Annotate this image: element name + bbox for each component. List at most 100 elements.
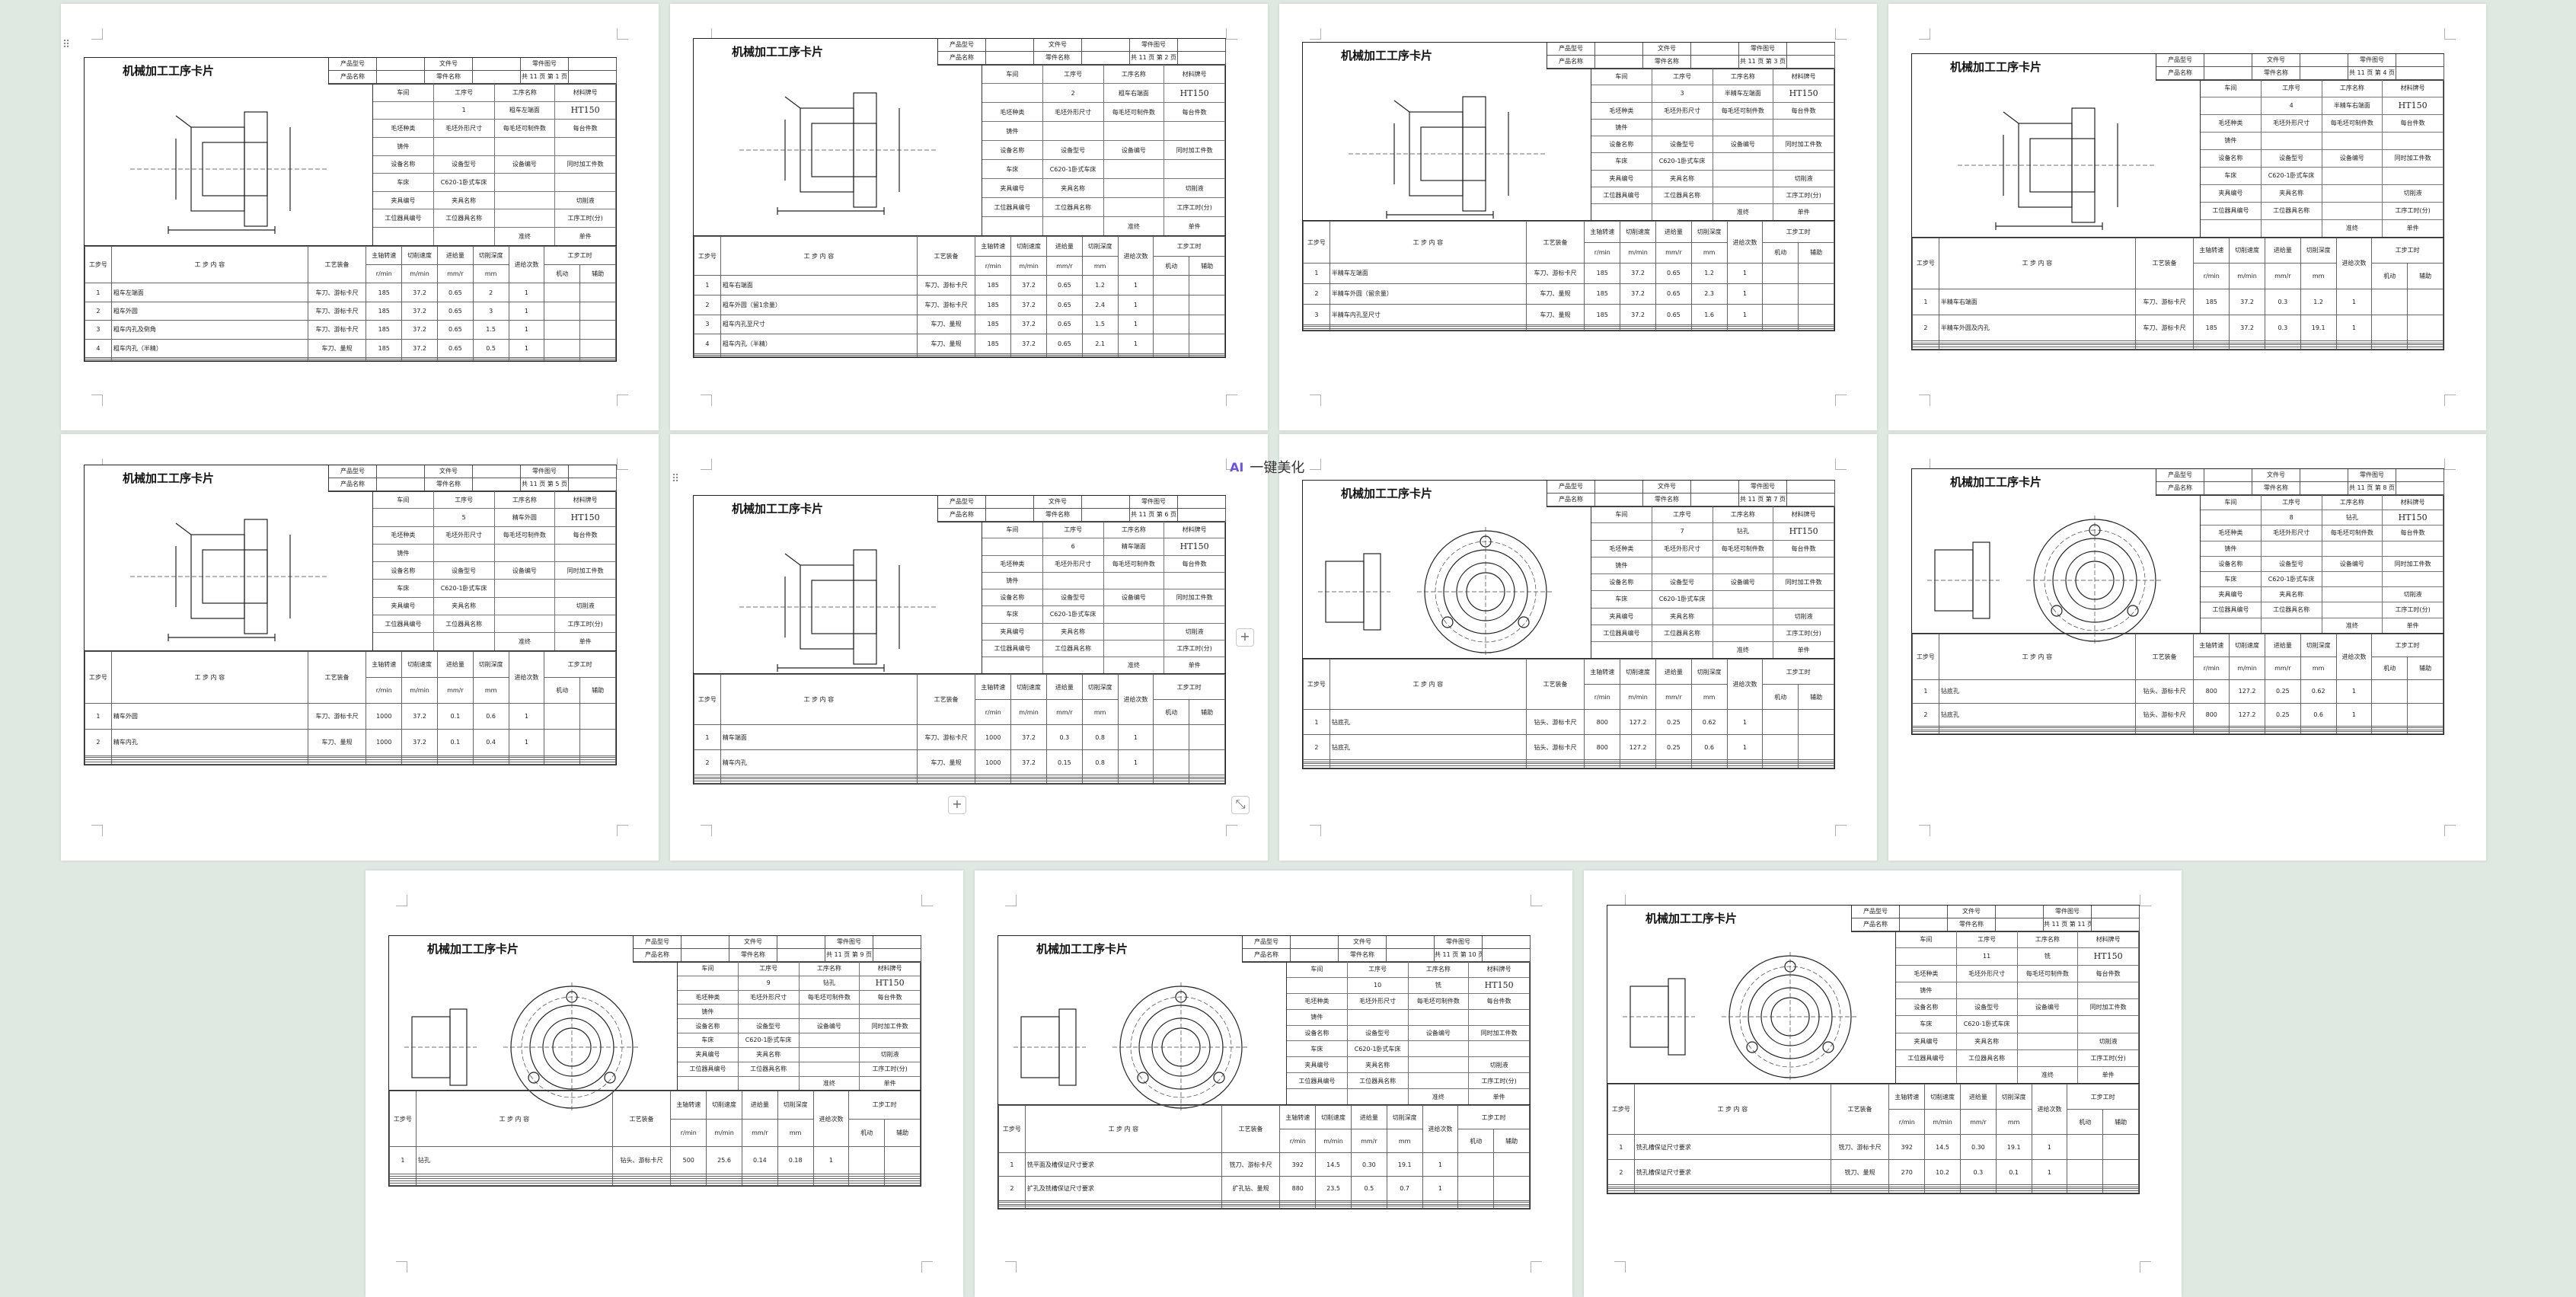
step-cell: 1 bbox=[694, 724, 721, 751]
info-value bbox=[373, 633, 434, 651]
step-cell bbox=[2407, 731, 2444, 734]
info-label: 工位器具名称 bbox=[1042, 640, 1104, 658]
page-corner-mark bbox=[1226, 28, 1237, 40]
step-column-header: 切削深度 bbox=[472, 650, 509, 678]
resize-button[interactable]: ⤡ bbox=[1231, 796, 1250, 814]
info-label: 毛坯外形尺寸 bbox=[1956, 965, 2018, 982]
step-column-header: 切削速度 bbox=[2229, 237, 2265, 264]
document-page[interactable]: 机械加工工序卡片产品型号文件号零件图号产品名称零件名称共 11 页 第 5 页车… bbox=[61, 434, 659, 861]
info-value: 铸件 bbox=[678, 1005, 739, 1020]
step-unit-header: r/min bbox=[975, 255, 1012, 276]
step-column-header: 进给次数 bbox=[1117, 236, 1154, 276]
info-value bbox=[1469, 1009, 1530, 1026]
info-label: 工序号 bbox=[1652, 69, 1713, 86]
step-unit-header: mm/r bbox=[436, 676, 474, 704]
card-header-grid: 产品型号文件号零件图号产品名称零件名称共 11 页 第 1 页 bbox=[328, 58, 617, 85]
step-cell: 0.6 bbox=[1690, 734, 1728, 760]
info-value bbox=[1164, 606, 1225, 624]
step-unit-header: m/min bbox=[1010, 699, 1047, 726]
document-page[interactable]: 机械加工工序卡片产品型号文件号零件图号产品名称零件名称共 11 页 第 9 页车… bbox=[365, 871, 963, 1297]
info-value: HT150 bbox=[1164, 84, 1225, 104]
step-cell: 0.8 bbox=[1081, 749, 1119, 775]
info-label: 夹具名称 bbox=[2261, 587, 2322, 603]
header-value bbox=[1082, 52, 1130, 65]
step-cell bbox=[1329, 765, 1527, 768]
info-label: 准终 bbox=[1103, 657, 1165, 675]
step-cell bbox=[472, 762, 509, 765]
info-value bbox=[373, 101, 434, 120]
header-value bbox=[1787, 494, 1835, 506]
info-value bbox=[738, 1005, 800, 1020]
info-value: 车床 bbox=[678, 1033, 739, 1048]
info-label: 车间 bbox=[982, 65, 1043, 85]
info-value: 10 bbox=[1347, 977, 1409, 994]
document-page[interactable]: 机械加工工序卡片产品型号文件号零件图号产品名称零件名称共 11 页 第 4 页车… bbox=[1888, 4, 2486, 430]
info-label: 每台件数 bbox=[555, 526, 616, 545]
info-label: 夹具编号 bbox=[1591, 608, 1652, 625]
step-column-header: 工步工时 bbox=[1153, 674, 1225, 701]
step-column-header: 工步工时 bbox=[1762, 221, 1834, 243]
info-label: 毛坯种类 bbox=[982, 555, 1043, 573]
document-page[interactable]: 机械加工工序卡片产品型号文件号零件图号产品名称零件名称共 11 页 第 2 页车… bbox=[670, 4, 1268, 430]
document-page[interactable]: 机械加工工序卡片产品型号文件号零件图号产品名称零件名称共 11 页 第 7 页车… bbox=[1279, 434, 1877, 861]
document-page[interactable]: 机械加工工序卡片产品型号文件号零件图号产品名称零件名称共 11 页 第 11 页… bbox=[1584, 871, 2182, 1297]
step-unit-header: mm bbox=[777, 1118, 814, 1147]
header-value bbox=[1787, 56, 1835, 69]
ai-beautify-button[interactable]: AI 一键美化 bbox=[1230, 457, 1304, 477]
info-value bbox=[1287, 1089, 1348, 1105]
step-cell: 800 bbox=[2193, 679, 2230, 704]
process-card: 机械加工工序卡片产品型号文件号零件图号产品名称零件名称共 11 页 第 2 页车… bbox=[693, 38, 1226, 358]
info-label: 夹具名称 bbox=[1652, 170, 1713, 187]
info-label bbox=[1713, 170, 1774, 187]
info-label: 毛坯种类 bbox=[1591, 540, 1652, 557]
drag-handle-icon[interactable]: ⠿ bbox=[59, 38, 73, 52]
drag-handle-icon[interactable]: ⠿ bbox=[669, 472, 682, 486]
header-value bbox=[2396, 54, 2444, 67]
step-cell: 14.5 bbox=[1924, 1134, 1961, 1161]
card-header-grid: 产品型号文件号零件图号产品名称零件名称共 11 页 第 10 页 bbox=[1242, 936, 1531, 963]
card-header-grid: 产品型号文件号零件图号产品名称零件名称共 11 页 第 3 页 bbox=[1547, 43, 1835, 69]
header-value bbox=[2204, 54, 2252, 67]
step-unit-header: 机动 bbox=[2371, 263, 2408, 290]
document-page[interactable]: 机械加工工序卡片产品型号文件号零件图号产品名称零件名称共 11 页 第 8 页车… bbox=[1888, 434, 2486, 861]
document-page[interactable]: 机械加工工序卡片产品型号文件号零件图号产品名称零件名称共 11 页 第 6 页车… bbox=[670, 434, 1268, 861]
header-value bbox=[2300, 469, 2348, 482]
info-value bbox=[1896, 948, 1957, 966]
document-page[interactable]: 机械加工工序卡片产品型号文件号零件图号产品名称零件名称共 11 页 第 10 页… bbox=[975, 871, 1572, 1297]
page-corner-mark bbox=[1310, 395, 1321, 406]
card-title: 机械加工工序卡片 bbox=[1949, 60, 2041, 74]
step-column-header: 进给次数 bbox=[2335, 633, 2373, 681]
header-label: 文件号 bbox=[1948, 906, 1996, 918]
add-right-button[interactable]: + bbox=[1236, 628, 1254, 647]
card-upper: 机械加工工序卡片产品型号文件号零件图号产品名称零件名称共 11 页 第 6 页车… bbox=[694, 496, 1226, 675]
step-column-header: 切削速度 bbox=[1924, 1084, 1961, 1110]
header-label: 产品型号 bbox=[329, 465, 377, 478]
step-cell: 1 bbox=[1726, 734, 1764, 760]
info-label: 毛坯外形尺寸 bbox=[433, 526, 495, 545]
document-page[interactable]: 机械加工工序卡片产品型号文件号零件图号产品名称零件名称共 11 页 第 3 页车… bbox=[1279, 4, 1877, 430]
step-unit-header: mm/r bbox=[1350, 1129, 1387, 1154]
step-cell: 车刀、游标卡尺 bbox=[916, 294, 976, 315]
document-page[interactable]: 机械加工工序卡片产品型号文件号零件图号产品名称零件名称共 11 页 第 1 页车… bbox=[61, 4, 659, 430]
header-value bbox=[986, 509, 1034, 522]
header-value bbox=[377, 71, 425, 84]
header-value bbox=[873, 936, 921, 949]
card-title: 机械加工工序卡片 bbox=[1949, 475, 2041, 489]
info-label: 工序名称 bbox=[2322, 80, 2383, 97]
step-cell: 185 bbox=[1584, 303, 1621, 326]
info-label: 工序工时(分) bbox=[1164, 640, 1225, 658]
step-cell bbox=[1153, 275, 1190, 295]
step-cell bbox=[1386, 1206, 1423, 1209]
header-value bbox=[1595, 43, 1643, 56]
step-cell: 1 bbox=[1422, 1176, 1459, 1201]
info-value bbox=[1713, 119, 1774, 137]
header-label: 文件号 bbox=[1034, 496, 1082, 509]
step-unit-header: mm bbox=[1386, 1129, 1423, 1154]
step-cell: 0.62 bbox=[1690, 709, 1728, 736]
add-below-button[interactable]: + bbox=[948, 796, 966, 814]
info-label: 准终 bbox=[2322, 618, 2383, 634]
step-column-header: 切削深度 bbox=[777, 1091, 814, 1120]
